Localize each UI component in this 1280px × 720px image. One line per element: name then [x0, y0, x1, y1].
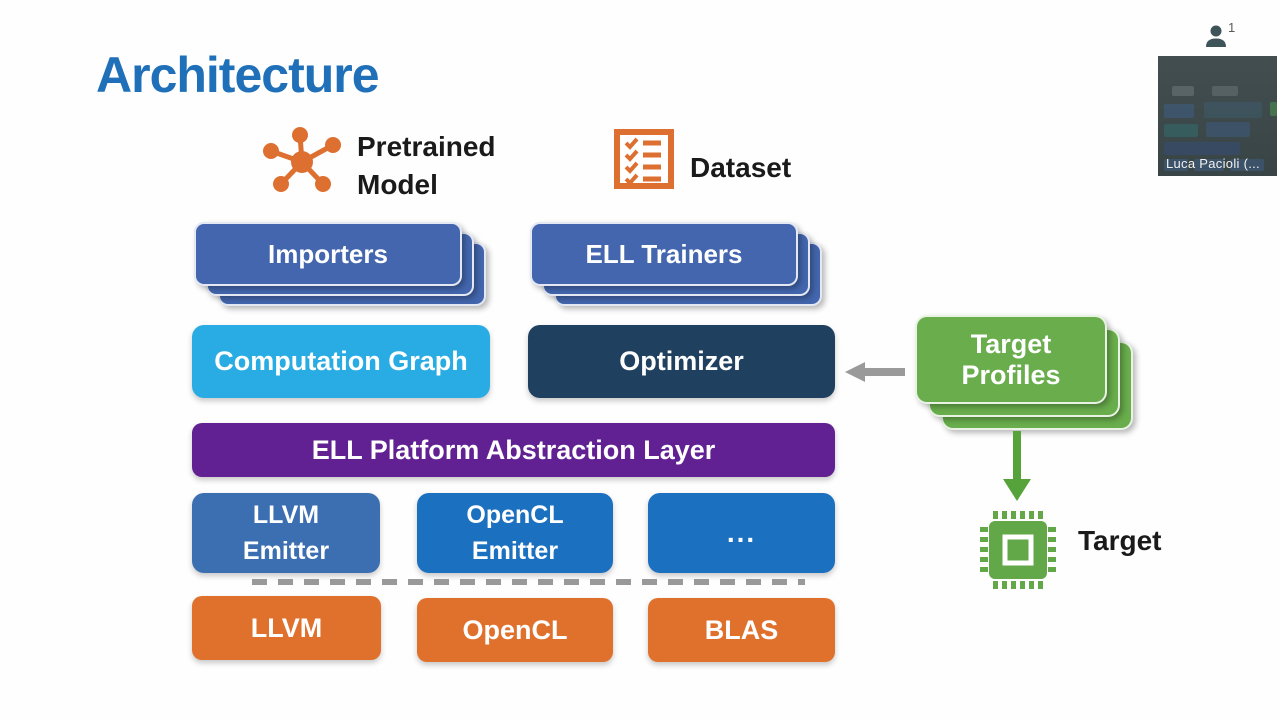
target-profiles-box: Target Profiles	[915, 315, 1107, 404]
optimizer-label: Optimizer	[619, 346, 744, 376]
trainers-label: ELL Trainers	[585, 238, 743, 269]
platform-layer-label: ELL Platform Abstraction Layer	[311, 434, 716, 465]
importers-label: Importers	[268, 238, 388, 269]
blas-box: BLAS	[648, 598, 835, 662]
person-icon[interactable]	[1204, 24, 1230, 49]
computation-graph-box: Computation Graph	[192, 325, 490, 398]
computation-graph-label: Computation Graph	[214, 346, 468, 376]
left-arrow-icon	[845, 362, 905, 382]
checklist-icon	[614, 129, 674, 189]
down-arrow-icon	[1003, 431, 1031, 501]
platform-layer-box: ELL Platform Abstraction Layer	[192, 423, 835, 477]
network-icon	[263, 127, 341, 192]
chip-icon	[980, 511, 1056, 589]
llvm-emitter-box: LLVM Emitter	[192, 493, 380, 573]
target-label: Target	[1078, 525, 1162, 556]
participant-count: 1	[1228, 20, 1236, 35]
opencl-box: OpenCL	[417, 598, 613, 662]
trainers-box: ELL Trainers	[530, 222, 798, 286]
more-emitters-box: ...	[648, 493, 835, 573]
webcam-thumbnail[interactable]: Luca Pacioli (...	[1158, 56, 1277, 176]
importers-box: Importers	[194, 222, 462, 286]
webcam-name: Luca Pacioli (...	[1166, 156, 1260, 171]
dashed-separator	[252, 579, 805, 585]
page-title: Architecture	[96, 47, 380, 103]
pretrained-model-label: Pretrained Model	[357, 131, 496, 200]
dataset-label: Dataset	[690, 152, 792, 183]
opencl-emitter-box: OpenCL Emitter	[417, 493, 613, 573]
llvm-box: LLVM	[192, 596, 381, 660]
optimizer-box: Optimizer	[528, 325, 835, 398]
